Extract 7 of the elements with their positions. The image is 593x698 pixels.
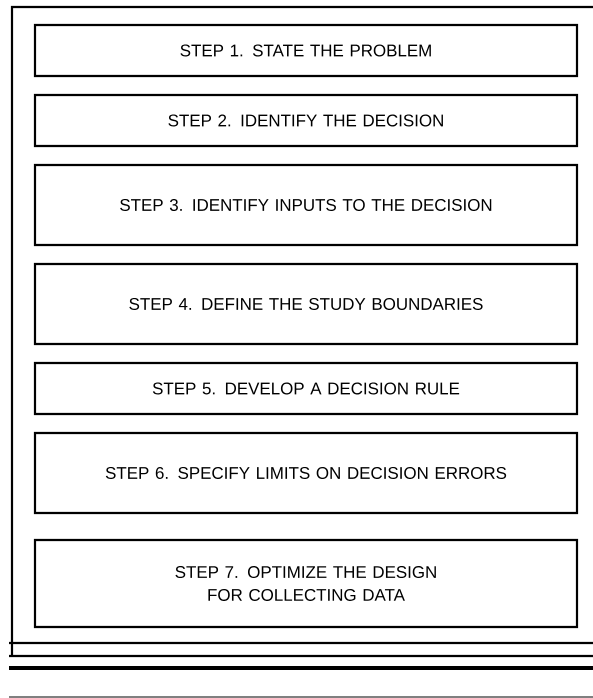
step-box: STEP 6. SPECIFY LIMITS ON DECISION ERRORS — [34, 432, 578, 514]
step-box: STEP 4. DEFINE THE STUDY BOUNDARIES — [34, 262, 578, 346]
step-box: STEP 5. DEVELOP A DECISION RULE — [34, 362, 578, 416]
step-box: STEP 2. IDENTIFY THE DECISION — [34, 94, 578, 148]
step-box: STEP 3. IDENTIFY INPUTS TO THE DECISION — [34, 164, 578, 246]
step-box: STEP 7. OPTIMIZE THE DESIGN FOR COLLECTING DATA — [34, 538, 578, 628]
step-box: STEP 1. STATE THE PROBLEM — [34, 24, 578, 78]
